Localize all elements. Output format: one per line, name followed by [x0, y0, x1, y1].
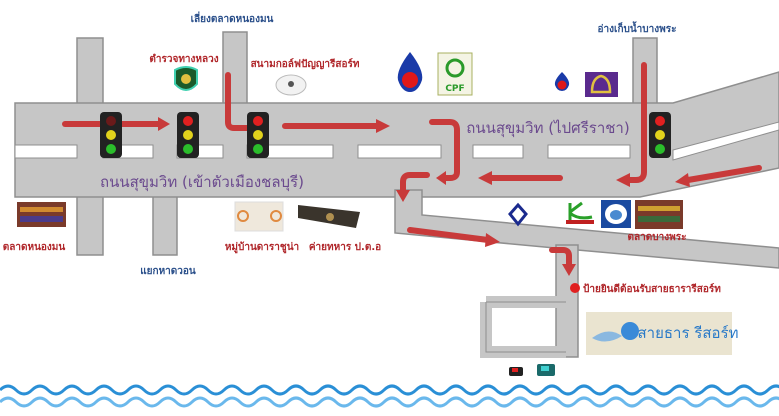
label-welcome-sign: ป้ายยินดีต้อนรับสายธารารีสอร์ท — [583, 283, 721, 295]
bangkok-bank-logo-icon — [508, 202, 528, 227]
label-golf-course: สนามกอล์ฟปัญญารีสอร์ท — [251, 58, 360, 70]
resort-loop — [480, 296, 566, 358]
village-sign-photo — [234, 201, 284, 232]
kasikorn-bank-logo-icon — [566, 201, 594, 224]
label-village: หมู่บ้านดาราชูน่า — [225, 241, 299, 254]
golf-ball-icon — [275, 74, 307, 96]
traffic-light-icon — [177, 112, 199, 158]
traffic-light-icon — [649, 112, 671, 158]
road-name-sriracha: ถนนสุขุมวิท (ไปศรีราชา) — [466, 119, 629, 138]
police-badge-icon — [174, 66, 198, 91]
ptt-small-logo-icon — [554, 72, 570, 91]
label-bang-phra-market: ตลาดบางพระ — [628, 232, 687, 243]
label-bypass-nongmon: เลี่ยงตลาดหนองมน — [191, 11, 274, 25]
label-reservoir: อ่างเก็บน้ำบางพระ — [598, 21, 677, 35]
labels: เลี่ยงตลาดหนองมน ตำรวจทางหลวง สนามกอล์ฟป… — [3, 11, 721, 295]
label-military-camp: ค่ายทหาร ป.ต.อ — [309, 241, 381, 253]
scb-bank-logo-icon — [585, 72, 618, 97]
bang-phra-market-photo — [635, 200, 683, 229]
cpf-logo-icon: CPF — [437, 52, 473, 96]
svg-text:สายธาร รีสอร์ท: สายธาร รีสอร์ท — [638, 324, 739, 342]
diagonal-road — [394, 189, 779, 269]
label-hatwon-junction: แยกหาดวอน — [140, 266, 196, 277]
boat-icon — [537, 364, 555, 376]
military-camp-sign-photo — [298, 205, 360, 228]
traffic-lights — [100, 112, 671, 158]
resort-loop-edge — [485, 301, 566, 353]
krungthai-bank-logo-icon — [601, 200, 631, 228]
traffic-light-icon — [247, 112, 269, 158]
nongmon-market-photo — [17, 202, 66, 227]
resort-logo: สายธาร รีสอร์ท — [586, 312, 738, 355]
welcome-sign-marker-icon — [570, 283, 580, 293]
ptt-logo-icon — [397, 52, 423, 92]
label-highway-police: ตำรวจทางหลวง — [149, 53, 218, 65]
landmarks: CPF สายธาร รีสอร์ท — [17, 52, 738, 376]
sukhumvit-road — [14, 71, 779, 198]
svg-text:CPF: CPF — [445, 84, 464, 94]
roads — [14, 31, 779, 358]
traffic-light-icon — [100, 112, 122, 158]
label-nongmon-market: ตลาดหนองมน — [3, 242, 66, 253]
water-waves — [0, 384, 779, 408]
boat-icon — [509, 367, 523, 376]
road-name-chonburi: ถนนสุขุมวิท (เข้าตัวเมืองชลบุรี) — [100, 173, 304, 192]
